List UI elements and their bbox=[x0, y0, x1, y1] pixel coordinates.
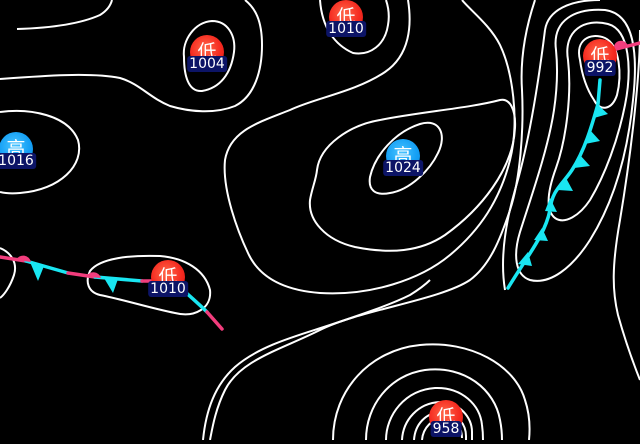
pressure-value: 1010 bbox=[148, 281, 188, 297]
pressure-value: 958 bbox=[430, 421, 462, 437]
high-pressure-center[interactable]: 高 1024 bbox=[383, 139, 423, 183]
low-pressure-center[interactable]: 低 1004 bbox=[187, 35, 227, 79]
pressure-value: 1004 bbox=[187, 56, 227, 72]
low-pressure-center[interactable]: 低 958 bbox=[426, 400, 466, 444]
low-pressure-center[interactable]: 低 992 bbox=[580, 39, 620, 83]
pressure-value: 992 bbox=[584, 60, 616, 76]
low-pressure-center[interactable]: 低 1010 bbox=[326, 0, 366, 44]
warm-front[interactable] bbox=[613, 40, 640, 51]
stationary-front[interactable] bbox=[0, 255, 224, 331]
low-pressure-center[interactable]: 低 1010 bbox=[148, 260, 188, 304]
pressure-value: 1010 bbox=[326, 21, 366, 37]
pressure-value: 1024 bbox=[383, 160, 423, 176]
cold-front[interactable] bbox=[506, 78, 608, 290]
pressure-value: 1016 bbox=[0, 153, 36, 169]
high-pressure-center[interactable]: 高 1016 bbox=[0, 132, 36, 176]
